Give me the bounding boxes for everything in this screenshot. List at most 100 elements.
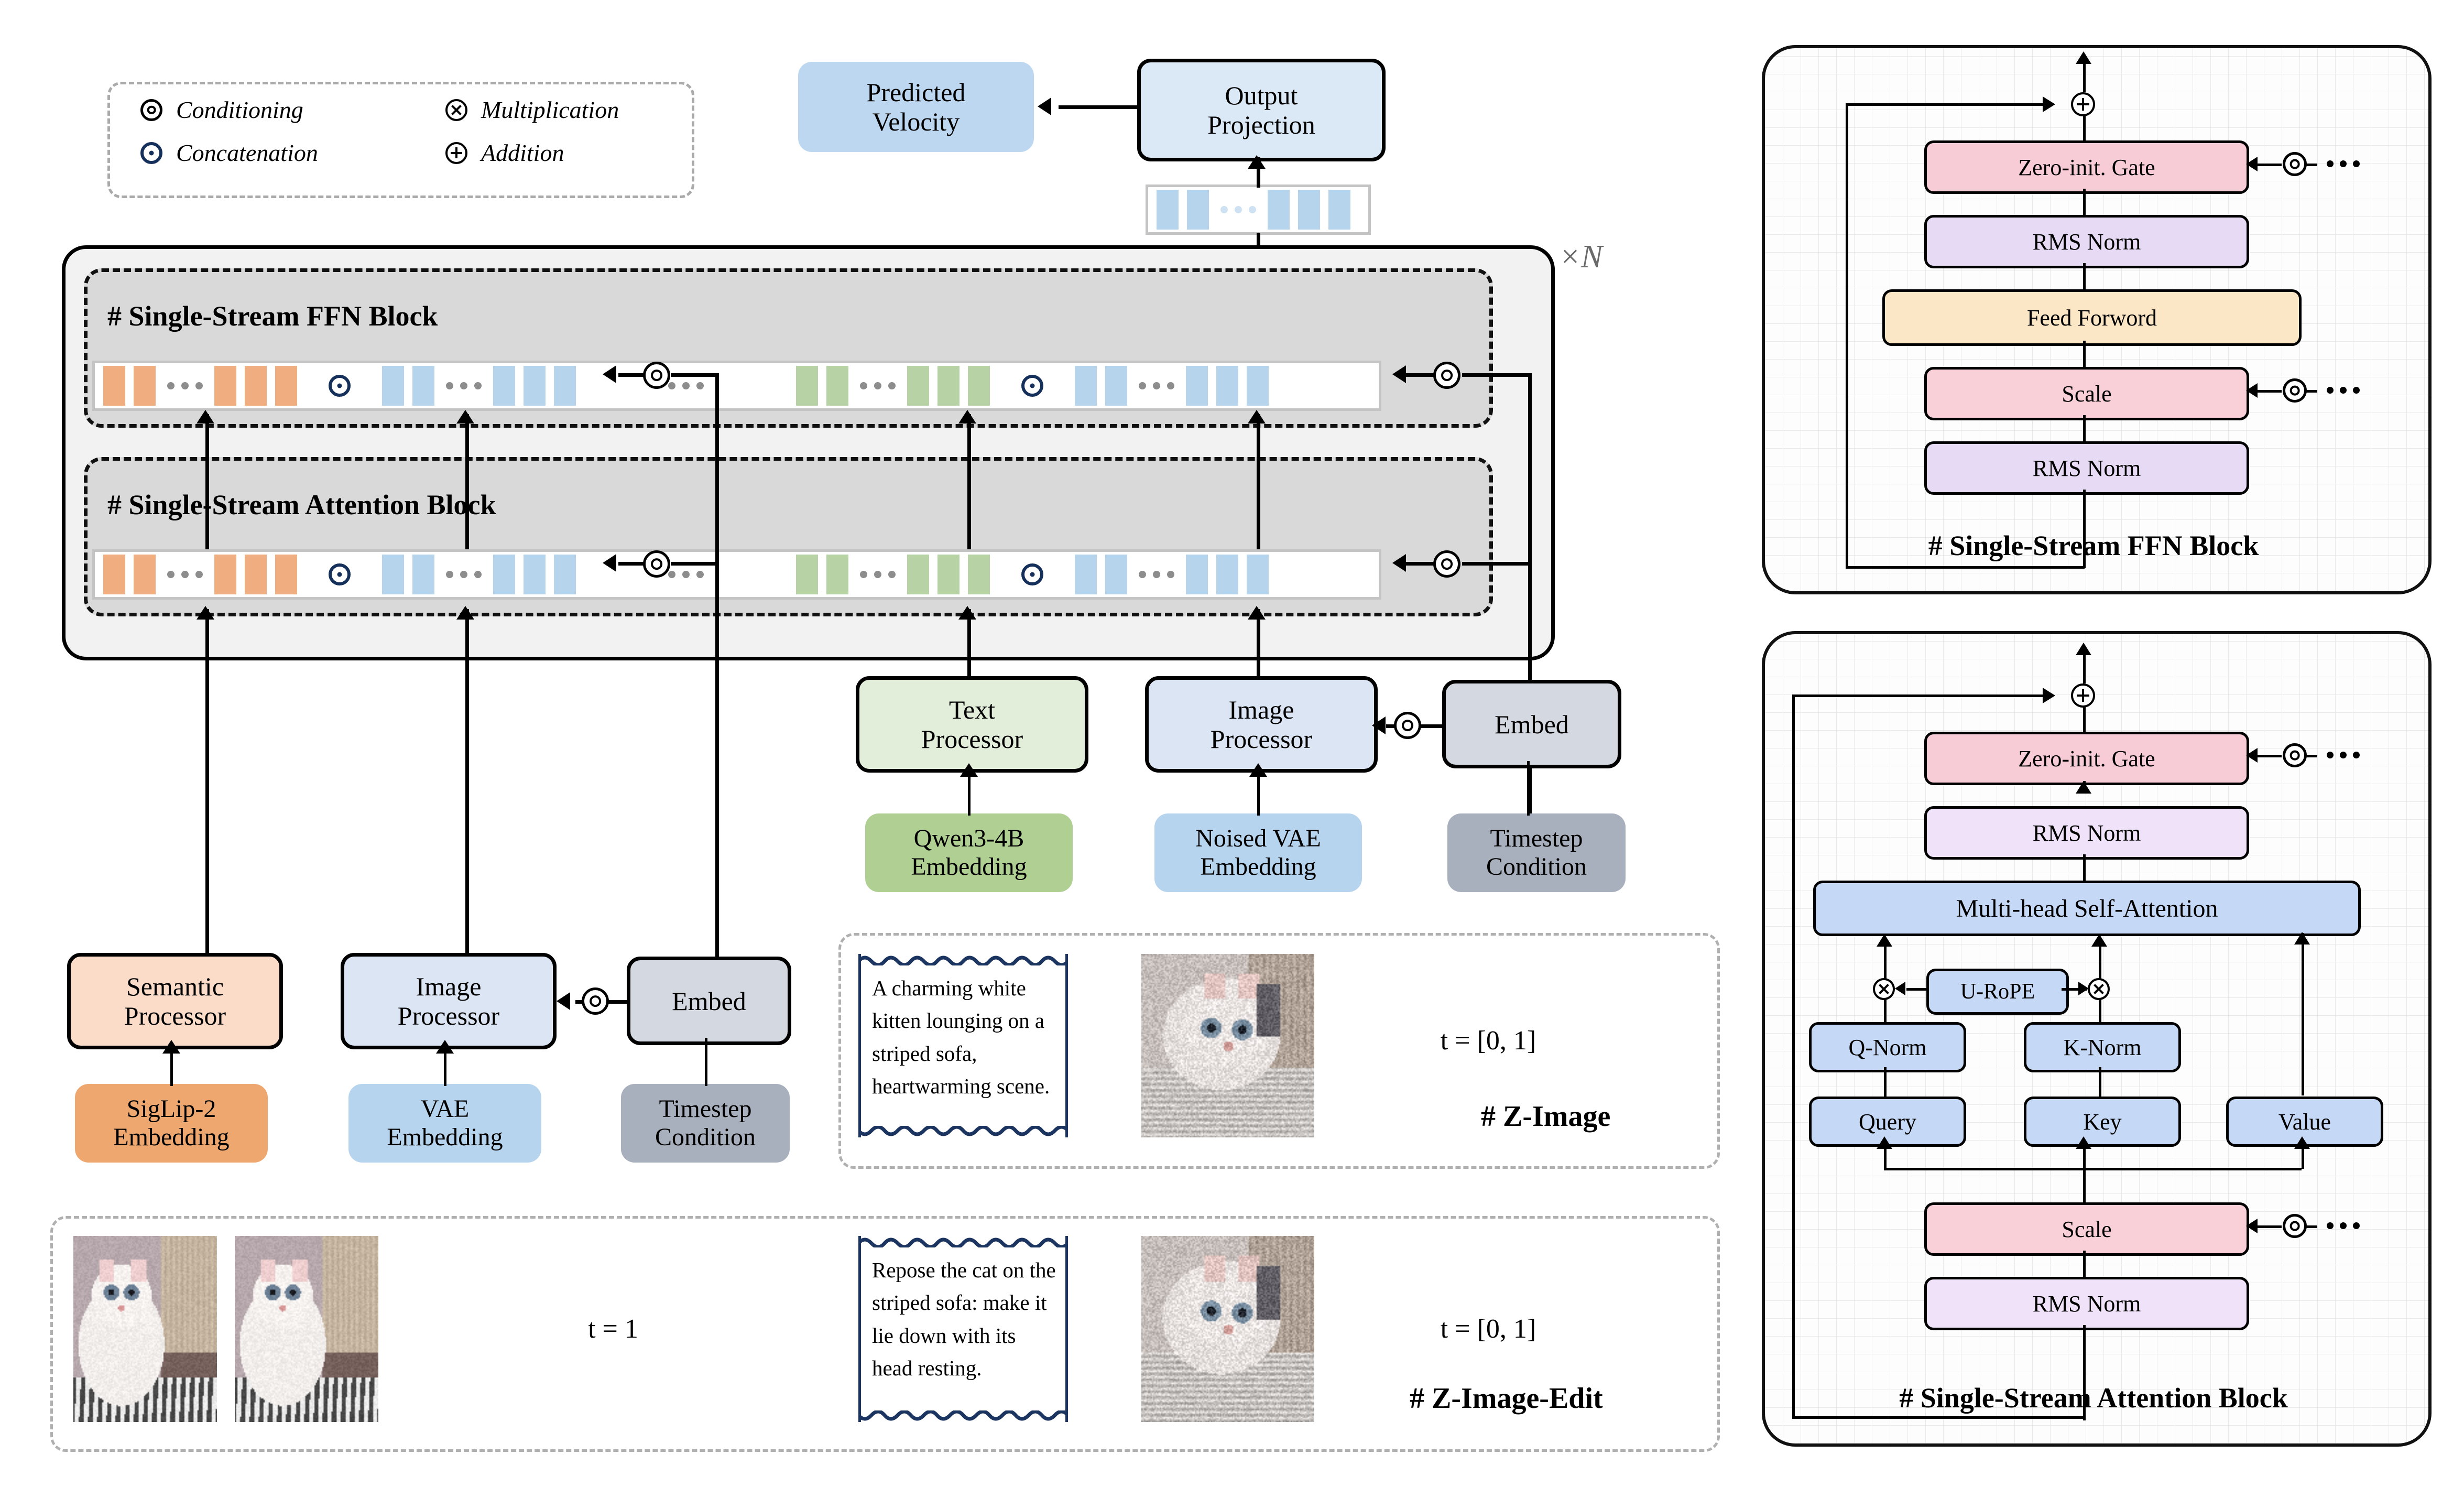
z-image-edit-prompt-box: Repose the cat on the striped sofa: make…: [858, 1236, 1068, 1422]
token: [1247, 555, 1269, 594]
conditioning-trunk-left: [715, 373, 719, 961]
legend-item-addition: Addition: [445, 139, 564, 167]
token: [1247, 366, 1269, 406]
token: [937, 555, 960, 594]
token: [382, 366, 404, 406]
timestep-condition-left-box: Timestep Condition: [621, 1084, 790, 1163]
conditioning-link: [1406, 373, 1435, 377]
conditioning-link: [618, 562, 645, 566]
token: [1075, 366, 1097, 406]
token: [1186, 366, 1208, 406]
token: [245, 555, 267, 594]
ffn-main-path: [2083, 341, 2086, 368]
connector-attn-to-ffn: [967, 414, 971, 549]
arrowhead: [603, 365, 616, 383]
conditioning-symbol: [2283, 1214, 2307, 1238]
timestep-condition-right-box: Timestep Condition: [1447, 813, 1626, 892]
attn-residual-top: [1792, 694, 2046, 697]
conditioning-symbol: [582, 987, 609, 1015]
concatenation-symbol: [140, 142, 162, 164]
attn-cond-line-scale2: [2258, 1225, 2282, 1228]
vae-embedding-box: VAE Embedding: [348, 1084, 541, 1163]
arrowhead-ffn-output: [2076, 51, 2091, 64]
z-image-edit-t-input-label: t = 1: [540, 1310, 686, 1347]
multiplication-symbol: [1873, 978, 1895, 1000]
z-image-edit-input-photo-2: [235, 1236, 378, 1422]
connector-bus-to-query: [1884, 1148, 1887, 1169]
token: [412, 366, 434, 406]
concatenation-symbol: [329, 563, 351, 585]
token: [796, 555, 818, 594]
conditioning-symbol: [140, 99, 162, 121]
ffn-main-path: [2083, 415, 2086, 442]
legend-label-multiplication: Multiplication: [481, 96, 619, 124]
conditioning-symbol: [643, 362, 670, 389]
legend-item-multiplication: Multiplication: [445, 96, 619, 124]
z-image-edit-panel-title: # Z-Image-Edit: [1410, 1382, 1603, 1415]
connector-bus-to-value: [2302, 1148, 2304, 1169]
token: [134, 366, 156, 406]
connector-outproj-to-velocity: [1059, 105, 1140, 109]
connector-bus-to-key: [2083, 1148, 2086, 1169]
arrowhead: [603, 554, 616, 572]
qwen-embedding-box: Qwen3-4B Embedding: [865, 813, 1073, 892]
token: [968, 366, 990, 406]
token-ellipsis: [1139, 571, 1174, 578]
arrowhead: [436, 1040, 454, 1054]
token-ellipsis: [668, 571, 704, 578]
arrowhead-to-velocity: [1038, 97, 1051, 115]
token: [1216, 366, 1238, 406]
ffn-main-path: [2083, 263, 2086, 290]
arrowhead: [1372, 717, 1386, 734]
q-norm-box: Q-Norm: [1809, 1022, 1966, 1072]
token: [907, 366, 929, 406]
token: [1105, 366, 1127, 406]
connector-scale-to-bus: [2083, 1168, 2086, 1204]
attn-scale-box: Scale: [1924, 1202, 2249, 1256]
wavy-top-edge: [858, 1234, 1068, 1247]
z-image-edit-input-photo-1: [73, 1236, 217, 1422]
z-image-edit-t-output-label: t = [0, 1]: [1394, 1310, 1583, 1347]
attn-cond-line-gate2: [2258, 755, 2282, 757]
arrowhead: [197, 606, 214, 620]
z-image-edit-output-photo: [1141, 1236, 1314, 1422]
connector-value-to-mhsa: [2302, 933, 2304, 1095]
token: [103, 555, 125, 594]
attn-residual-path: [1792, 696, 1795, 1418]
token: [1268, 190, 1290, 230]
token: [1186, 555, 1208, 594]
arrowhead-ffn-residual: [2043, 96, 2055, 112]
attention-block-title: # Single-Stream Attention Block: [107, 489, 496, 521]
predicted-velocity-box: Predicted Velocity: [798, 62, 1034, 152]
attn-main-path: [2083, 1251, 2086, 1278]
arrowhead: [197, 410, 214, 424]
attention-token-row: [92, 549, 1381, 600]
arrowhead: [960, 763, 978, 777]
arrowhead: [1392, 365, 1406, 383]
embed-right-box: Embed: [1442, 680, 1621, 768]
token: [103, 366, 125, 406]
token: [1075, 555, 1097, 594]
token: [134, 555, 156, 594]
arrowhead: [2078, 982, 2089, 995]
ffn-feed-forward-box: Feed Forword: [1882, 289, 2302, 346]
conditioning-branch-ffn: [671, 373, 718, 377]
ffn-main-path: [2083, 189, 2086, 216]
token: [1298, 190, 1320, 230]
qkv-bus: [1884, 1168, 2302, 1170]
arrowhead: [1895, 982, 1905, 995]
token-ellipsis: [446, 382, 482, 389]
conditioning-link: [618, 373, 645, 377]
attn-main-path: [2083, 854, 2086, 882]
connector-timestep-to-embed: [1527, 761, 1530, 816]
token: [968, 555, 990, 594]
token-ellipsis: [446, 571, 482, 578]
legend-label-concatenation: Concatenation: [176, 139, 318, 167]
ffn-zero-init-gate-box: Zero-init. Gate: [1924, 140, 2249, 194]
arrowhead: [1249, 763, 1267, 777]
token: [907, 555, 929, 594]
conditioning-symbol: [2283, 743, 2307, 767]
conditioning-symbol: [2283, 378, 2307, 403]
connector-query-to-qnorm: [1884, 1067, 1887, 1098]
z-image-panel-title: # Z-Image: [1481, 1100, 1610, 1133]
